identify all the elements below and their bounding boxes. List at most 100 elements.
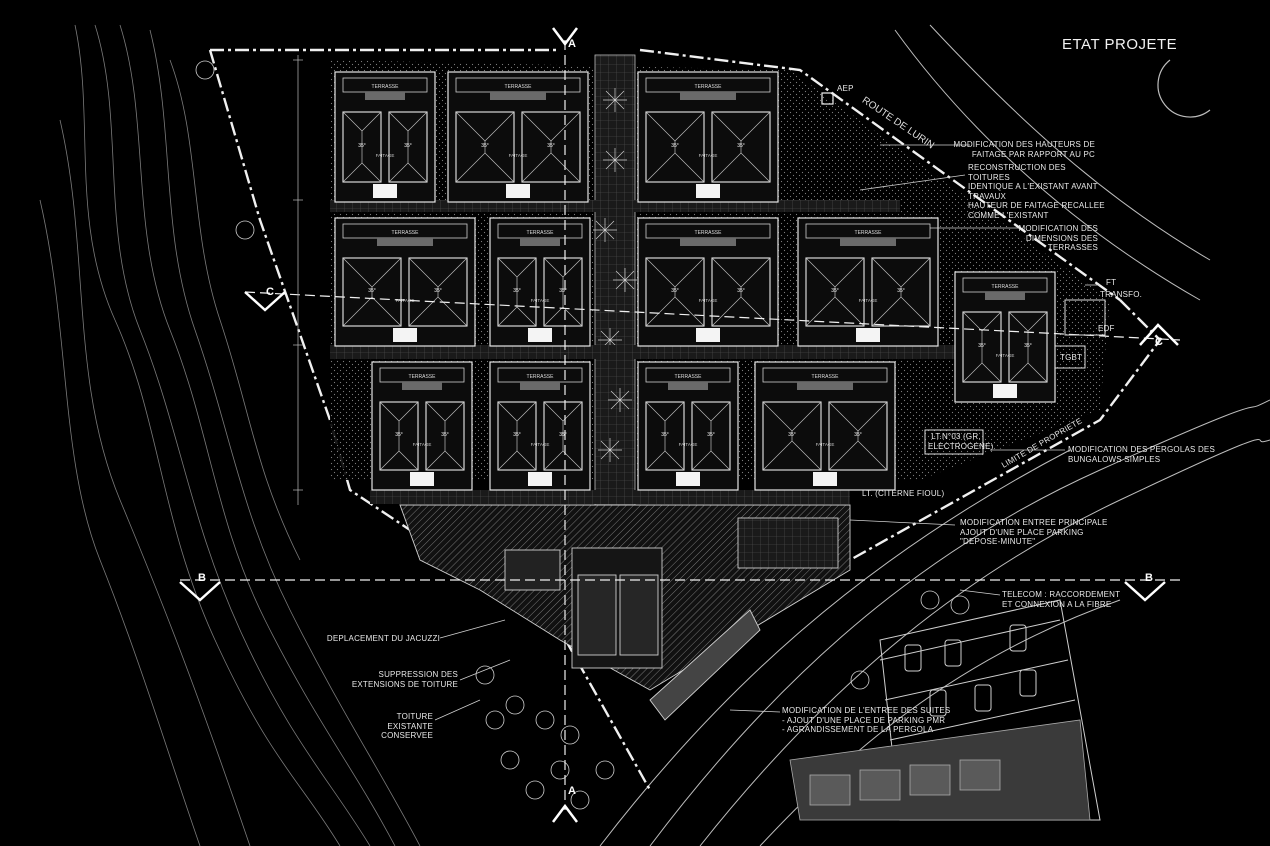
ridge-label: FAITAGE — [699, 298, 718, 303]
roof-hip-lines — [805, 257, 865, 327]
tgbt-box — [1054, 345, 1086, 369]
roof-wing — [1008, 311, 1048, 383]
annotation-jacuzzi: DEPLACEMENT DU JACUZZI — [326, 634, 440, 643]
aep-label: AEP — [837, 84, 854, 93]
ridge-label: FAITAGE — [679, 442, 698, 447]
roof-wing — [828, 401, 888, 471]
section-label-b-right: B — [1145, 572, 1153, 584]
entry-block — [696, 184, 720, 198]
roof-wing — [342, 257, 402, 327]
drawing-title: ETAT PROJETE — [1062, 36, 1178, 53]
entry-block — [410, 472, 434, 486]
road-network — [599, 24, 1270, 846]
roof-slope-label: 35° — [358, 143, 366, 149]
roof-slope-label: 35° — [737, 288, 745, 294]
annotation-pergolas: MODIFICATION DES PERGOLAS DES BUNGALOWS … — [1068, 445, 1216, 464]
roof-hip-lines — [543, 401, 583, 471]
roof-wing — [497, 257, 537, 327]
terrace-deck — [797, 382, 853, 390]
roof-hip-lines — [342, 111, 382, 183]
terrace-deck — [680, 92, 736, 100]
ridge-label: FAITAGE — [531, 442, 550, 447]
roof-wing — [425, 401, 465, 471]
roof-hip-lines — [645, 111, 705, 183]
entry-block — [528, 472, 552, 486]
roof-hip-lines — [497, 257, 537, 327]
roof-hip-lines — [828, 401, 888, 471]
annotation-extensions: SUPPRESSION DES EXTENSIONS DE TOITURE — [351, 670, 458, 689]
roof-slope-label: 35° — [441, 432, 449, 438]
tgbt-label: TGBT — [1060, 353, 1083, 362]
terrace-deck — [680, 238, 736, 246]
section-lines — [180, 40, 1181, 810]
terrace-deck — [668, 382, 708, 390]
terrace-label: TERRASSE — [527, 230, 555, 236]
terrace-deck — [840, 238, 896, 246]
roof-wing — [762, 401, 822, 471]
terrace-deck — [520, 238, 560, 246]
roof-slope-label: 35° — [661, 432, 669, 438]
ft-label: FT — [1106, 278, 1117, 287]
annotation-telecom: TELECOM : RACCORDEMENT ET CONNEXION A LA… — [1002, 590, 1121, 609]
entry-block — [506, 184, 530, 198]
terrace-label: TERRASSE — [695, 230, 723, 236]
terrace-label: TERRASSE — [527, 374, 555, 380]
roof-wing — [645, 257, 705, 327]
roof-slope-label: 35° — [671, 288, 679, 294]
annotation-main-entrance: MODIFICATION ENTREE PRINCIPALE AJOUT D'U… — [960, 518, 1108, 546]
roof-slope-label: 35° — [434, 288, 442, 294]
section-label-b-left: B — [198, 572, 206, 584]
terrace-label: TERRASSE — [372, 84, 400, 90]
roof-wing — [645, 111, 705, 183]
bungalow: TERRASSE 35° 35° FAITAGE — [637, 217, 779, 347]
bungalow-outline — [637, 361, 739, 491]
terrace-label: TERRASSE — [812, 374, 840, 380]
entry-block — [393, 328, 417, 342]
ridge-label: FAITAGE — [996, 353, 1015, 358]
roof-wing — [408, 257, 468, 327]
walkway-1 — [330, 200, 900, 212]
roof-wing — [521, 111, 581, 183]
tank-label: LT. (CITERNE FIOUL) — [862, 489, 945, 498]
section-label-a-bottom: A — [568, 785, 576, 797]
annotation-suites-entrance: MODIFICATION DE L'ENTREE DES SUITES - AJ… — [782, 706, 951, 734]
roof-slope-label: 35° — [854, 432, 862, 438]
roof-slope-label: 35° — [368, 288, 376, 294]
entry-block — [373, 184, 397, 198]
bungalow-outline — [489, 361, 591, 491]
roof-wing — [342, 111, 382, 183]
roof-hip-lines — [711, 257, 771, 327]
bungalow-outline — [637, 217, 779, 347]
roof-hip-lines — [543, 257, 583, 327]
roof-slope-label: 35° — [897, 288, 905, 294]
bungalow-outline — [797, 217, 939, 347]
annotation-roof-rebuild: RECONSTRUCTION DES TOITURES IDENTIQUE A … — [968, 163, 1105, 220]
ridge-label: FAITAGE — [699, 153, 718, 158]
roof-wing — [543, 257, 583, 327]
roof-slope-label: 35° — [671, 143, 679, 149]
generator-label: LT.N°03 (GR. ELECTROGENE) — [928, 432, 994, 451]
roof-wing — [871, 257, 931, 327]
ridge-label: FAITAGE — [859, 298, 878, 303]
neighbour-building — [789, 719, 1091, 821]
roof-hip-lines — [342, 257, 402, 327]
roof-wing — [805, 257, 865, 327]
roof-slope-label: 35° — [513, 432, 521, 438]
roof-wing — [388, 111, 428, 183]
palm-trees — [593, 88, 637, 462]
roof-wing — [645, 401, 685, 471]
roof-hip-lines — [379, 401, 419, 471]
edf-label: EDF — [1098, 324, 1115, 333]
roof-hip-lines — [388, 111, 428, 183]
ridge-label: FAITAGE — [816, 442, 835, 447]
trees — [195, 60, 970, 810]
walkway-3 — [370, 490, 850, 504]
roof-wing — [543, 401, 583, 471]
bungalow-outline — [371, 361, 473, 491]
roof-hip-lines — [762, 401, 822, 471]
roof-wing — [711, 111, 771, 183]
